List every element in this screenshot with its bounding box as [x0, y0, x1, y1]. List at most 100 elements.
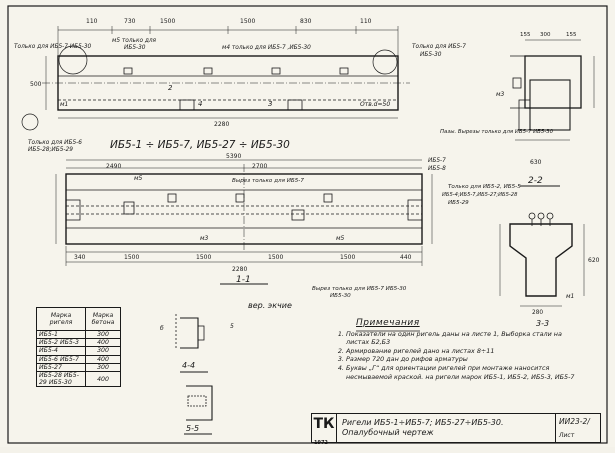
section-flange: [518, 99, 531, 131]
section-label-1-1: 1-1: [236, 275, 251, 285]
section-5-5: [184, 385, 213, 435]
dim-1500: 1500: [124, 254, 139, 261]
label-otv: Отв.d=50: [360, 101, 390, 108]
rebar-loop: [546, 212, 554, 220]
header-mark: Марка ригеля: [36, 307, 86, 331]
dim-280: 280: [532, 310, 543, 316]
mid-right-section: [515, 79, 571, 141]
end-detail: [407, 199, 423, 221]
section-label-2-2: 2-2: [528, 176, 543, 186]
dim-155: 155: [520, 32, 531, 38]
dim-440: 440: [400, 254, 412, 261]
note-item: Размер 720 дан до рифов арматуры: [346, 355, 578, 364]
dim-630: 630: [530, 159, 542, 166]
dim-1500: 1500: [268, 254, 283, 261]
label-m4-only: м4 только для ИБ5-7 ,ИБ5-30: [222, 45, 311, 51]
label-only-ib5-6: Только для ИБ5-6: [28, 140, 82, 146]
dim-830: 830: [300, 18, 312, 25]
section-flange: [510, 55, 526, 109]
note-item: Показатели на один ригель даны на листе …: [346, 330, 578, 347]
label-only-ib5-7: Только для ИБ5-7: [412, 44, 466, 50]
title-block: ТК 1972 Ригели ИБ5-1÷ИБ5-7; ИБ5-27÷ИБ5-3…: [311, 413, 601, 446]
section-2-2-outline: [509, 223, 573, 297]
main-elevation: [55, 159, 433, 285]
groove: [287, 99, 303, 111]
dim-155: 155: [566, 32, 577, 38]
section-5-5-outline: [186, 385, 213, 421]
embedded-plate: [291, 209, 305, 221]
embedded-plate: [339, 67, 349, 75]
document-code: ИИ23-2/: [559, 417, 590, 426]
mark-m3: м3: [496, 91, 505, 98]
mark-m5-b: м5: [336, 235, 345, 242]
notes-section: Примечания Показатели на один ригель дан…: [338, 319, 578, 381]
dim-2280: 2280: [214, 121, 229, 128]
mark-m3-b: м3: [200, 235, 209, 242]
detail-circle: [58, 45, 88, 75]
cell-beam-mark: ИБ5-1: [36, 329, 86, 340]
code-box: ИИ23-2/ Лист: [555, 414, 600, 442]
top-right-section: [510, 39, 595, 109]
notes-heading: Примечания: [356, 318, 420, 328]
section-marker: [21, 113, 39, 131]
dim-1500: 1500: [160, 18, 175, 25]
detail-circle: [372, 49, 398, 75]
cell-concrete-grade: 300: [85, 346, 121, 356]
plan-view: [21, 26, 410, 131]
cell-concrete-grade: 400: [85, 371, 121, 388]
label-cutout-ib5-7: Вырез только для ИБ5-7: [232, 178, 304, 184]
cell-concrete-grade: 300: [85, 329, 121, 340]
table-header-row: Марка ригеля Марка бетона: [36, 307, 121, 331]
note-item: Армирование ригелей дано на листах 8÷11: [346, 347, 578, 356]
rebar-loop: [528, 212, 536, 220]
embedded-plate: [197, 325, 205, 341]
mark-2: 2: [168, 84, 173, 92]
dim-340: 340: [74, 254, 86, 261]
note-item: Буквы „Г“ для ориентации ригелей при мон…: [346, 364, 578, 381]
dim-500: 500: [30, 81, 42, 88]
label-ib5-30-b: ИБ5-30: [420, 52, 442, 58]
section-label-3-3: 3-3: [536, 319, 549, 328]
header-concrete: Марка бетона: [85, 307, 121, 331]
plan-title: ИБ5-1 ÷ ИБ5-7, ИБ5-27 ÷ ИБ5-30: [110, 139, 290, 151]
mark-5: 5: [230, 323, 234, 330]
mark-m1-b: м1: [566, 293, 574, 300]
label-cutout-ib5-7-30: Вырез только для ИБ5-7 ИБ5-30: [312, 286, 407, 292]
section-outline: [529, 79, 571, 131]
rebar-loop: [537, 212, 545, 220]
cell-concrete-grade: 400: [85, 338, 121, 348]
groove: [187, 395, 207, 407]
dim-300: 300: [540, 32, 551, 38]
section-4-4: [175, 314, 208, 373]
embedded-plate: [123, 67, 133, 75]
signature: вер. экчие: [248, 301, 292, 310]
mark-3: 3: [268, 100, 272, 108]
embedded-plate: [323, 193, 333, 203]
dim-2700: 2700: [252, 163, 267, 170]
dim-730: 730: [124, 18, 136, 25]
embedded-plate: [235, 193, 245, 203]
dim-1500: 1500: [340, 254, 355, 261]
mark-m5: м5: [134, 175, 143, 182]
dim-2490: 2490: [106, 163, 121, 170]
dim-110: 110: [86, 18, 98, 25]
label-ib5-28-29: ИБ5-28;ИБ5-29: [28, 147, 73, 153]
sheet-label: Лист: [559, 432, 575, 439]
document-title: Ригели ИБ5-1÷ИБ5-7; ИБ5-27÷ИБ5-30. Опалу…: [342, 418, 504, 437]
section-2-2: [499, 185, 585, 307]
cell-concrete-grade: 300: [85, 362, 121, 373]
section-outline: [524, 55, 582, 109]
label-ib5-8: ИБ5-8: [428, 166, 446, 172]
label-ib5-7-b: ИБ5-7: [428, 158, 446, 164]
mark-m1: м1: [60, 101, 68, 108]
dim-1500: 1500: [240, 18, 255, 25]
dim-620: 620: [588, 257, 600, 264]
groove: [179, 99, 195, 111]
dim-110: 110: [360, 18, 372, 25]
cell-concrete-grade: 400: [85, 354, 121, 364]
